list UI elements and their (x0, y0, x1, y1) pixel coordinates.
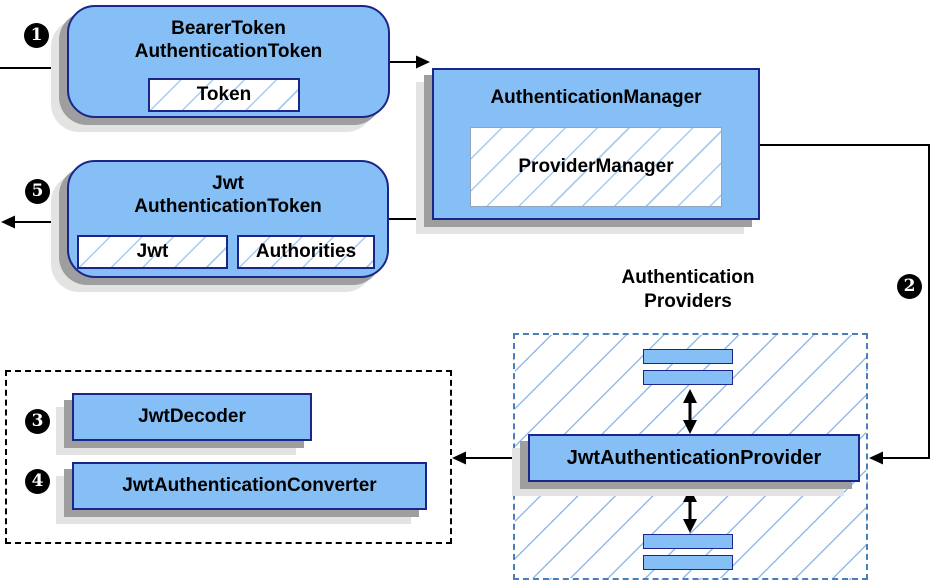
node-authorities-field: Authorities (237, 235, 375, 269)
provider-placeholder-bar (643, 349, 733, 364)
provider-placeholder-bar (643, 534, 733, 549)
jwt-authentication-converter-title: JwtAuthenticationConverter (122, 475, 377, 496)
bearer-token-title-line1: BearerToken (171, 18, 286, 39)
node-title: BearerToken AuthenticationToken (69, 7, 388, 63)
node-jwt-authentication-provider: JwtAuthenticationProvider (528, 434, 860, 482)
step-1-number: 1 (30, 25, 43, 45)
step-4-badge: 4 (25, 469, 50, 494)
authorities-label: Authorities (255, 241, 357, 262)
jwt-label: Jwt (136, 241, 169, 262)
jwt-token-title-line1: Jwt (212, 173, 244, 194)
node-authentication-manager: AuthenticationManager ProviderManager (432, 68, 760, 220)
node-bearer-token-authentication-token: BearerToken AuthenticationToken Token (67, 5, 390, 118)
arrow-response-out (1, 215, 67, 229)
bearer-token-title-line2: AuthenticationToken (134, 41, 323, 62)
step-5-badge: 5 (25, 179, 50, 204)
provider-placeholder-bar (643, 370, 733, 385)
node-jwt-decoder: JwtDecoder (72, 393, 312, 441)
step-1-badge: 1 (24, 23, 49, 48)
node-title: Jwt AuthenticationToken (69, 162, 387, 218)
jwt-authentication-provider-title: JwtAuthenticationProvider (566, 446, 822, 469)
jwt-decoder-title: JwtDecoder (138, 406, 246, 427)
decoder-converter-group-box (5, 370, 452, 544)
authentication-manager-title: AuthenticationManager (490, 87, 702, 108)
provider-placeholder-bar (643, 555, 733, 570)
node-jwt-authentication-token: Jwt AuthenticationToken Jwt Authorities (67, 160, 389, 278)
node-title: AuthenticationManager (434, 70, 758, 109)
providers-label-line1: Authentication (621, 267, 755, 288)
step-4-number: 4 (31, 471, 44, 491)
step-5-number: 5 (31, 181, 44, 201)
arrow-provider-to-decoder-group (452, 451, 520, 465)
authentication-providers-label: Authentication Providers (563, 266, 813, 314)
step-2-number: 2 (903, 276, 916, 296)
token-label: Token (196, 84, 252, 105)
provider-manager-label: ProviderManager (518, 156, 674, 177)
node-token-field: Token (148, 78, 300, 112)
jwt-token-title-line2: AuthenticationToken (134, 196, 322, 217)
node-jwt-field: Jwt (77, 235, 228, 269)
providers-label-line2: Providers (644, 291, 732, 312)
node-provider-manager: ProviderManager (470, 127, 722, 207)
step-3-number: 3 (31, 411, 44, 431)
node-jwt-authentication-converter: JwtAuthenticationConverter (72, 462, 427, 510)
step-2-badge: 2 (897, 274, 922, 299)
step-3-badge: 3 (25, 409, 50, 434)
arrow-bearer-to-manager (390, 55, 430, 69)
